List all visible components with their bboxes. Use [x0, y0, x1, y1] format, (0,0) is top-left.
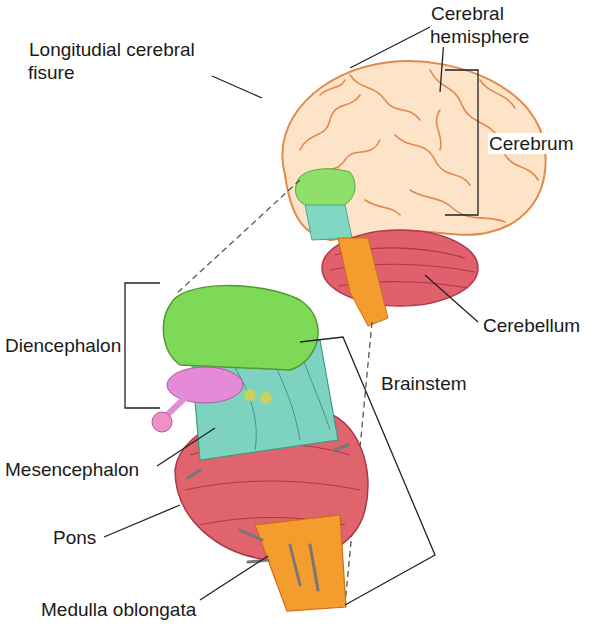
part-label: Pons	[52, 527, 97, 548]
region-label: Cerebrum	[488, 133, 574, 154]
part-label: Medulla oblongata	[40, 599, 197, 620]
label-box: Cerebral hemisphere	[430, 2, 595, 48]
part-label: Cerebral hemisphere	[430, 3, 530, 47]
label-box: Mesencephalon	[4, 458, 154, 481]
label-box: Cerebrum	[488, 132, 593, 155]
label-box: Pons	[52, 526, 104, 549]
label-box: Cerebellum	[482, 314, 594, 337]
part-label: Cerebellum	[482, 315, 581, 336]
part-label: Mesencephalon	[4, 459, 140, 480]
label-box: Diencephalon	[4, 334, 122, 357]
label-box: Longitudial cerebral fisure	[28, 38, 213, 84]
region-label: Diencephalon	[4, 335, 122, 356]
region-label: Brainstem	[380, 373, 468, 394]
label-box: Medulla oblongata	[40, 598, 205, 621]
part-label: Longitudial cerebral fisure	[28, 39, 195, 83]
label-box: Brainstem	[380, 372, 490, 395]
